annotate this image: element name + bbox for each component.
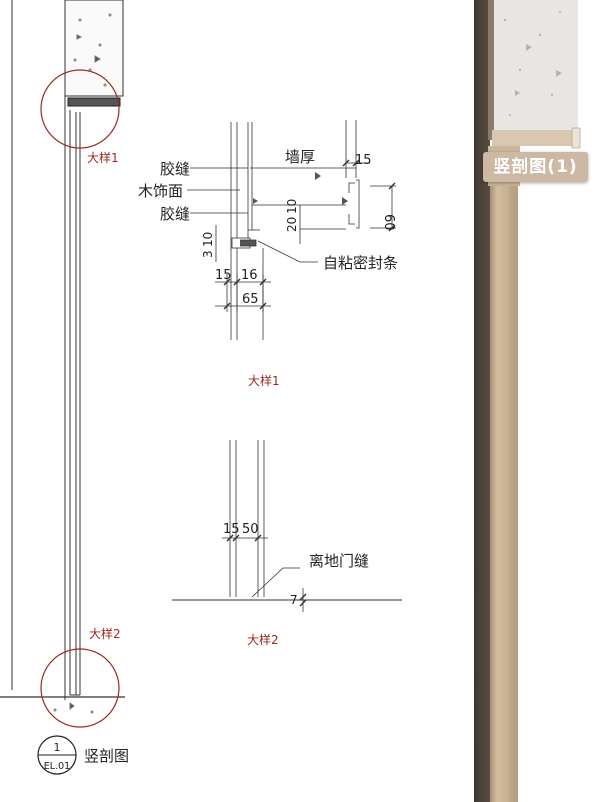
detail-1-labels: 胶缝 木饰面 胶缝 墙厚 自粘密封条 15 60 20 10 3 10 15 1… [138, 148, 398, 388]
title-badge: 1 EL.01 竖剖图 [37, 735, 129, 775]
render-concrete-specks [503, 11, 562, 116]
render-trim [492, 130, 578, 146]
dim-16: 16 [241, 268, 258, 283]
detail-1 [187, 120, 396, 340]
dim-65: 65 [242, 292, 259, 307]
render-panel [474, 0, 581, 802]
dim-3: 3 [201, 250, 215, 258]
hatch-dots [73, 13, 112, 87]
dim-15-top: 15 [355, 153, 372, 168]
detail-2-caption: 大样2 [247, 632, 279, 647]
dim-50-d2: 50 [242, 522, 259, 537]
wall-hatch [64, 0, 124, 97]
label-wood-face: 木饰面 [138, 182, 183, 200]
title-badge-sheet: EL.01 [44, 761, 70, 772]
label-wall-thickness: 墙厚 [285, 148, 315, 166]
render-concrete-block [490, 0, 578, 140]
label-floor-gap: 离地门缝 [309, 552, 369, 570]
title-badge-number: 1 [54, 741, 61, 754]
dim-20: 20 [285, 217, 299, 232]
trim-block [67, 97, 121, 107]
callout-circle-1 [40, 69, 120, 149]
dim-15-d2: 15 [223, 522, 240, 537]
render-title-badge: 竖剖图(1) [483, 152, 588, 182]
label-glue-bottom: 胶缝 [160, 205, 190, 223]
detail-2 [172, 440, 402, 612]
label-seal-strip: 自粘密封条 [323, 254, 398, 272]
callout-2-label: 大样2 [89, 626, 121, 641]
detail-2-labels: 15 50 离地门缝 7 大样2 [223, 522, 369, 647]
dim-10-a: 10 [285, 199, 299, 214]
dim-15-bottom: 15 [215, 268, 232, 283]
floor-hatch [53, 702, 94, 714]
title-badge-title: 竖剖图 [84, 747, 129, 765]
detail-1-caption: 大样1 [248, 373, 280, 388]
section-drawing [0, 0, 125, 728]
callout-1-label: 大样1 [87, 150, 119, 165]
dim-60: 60 [381, 214, 396, 231]
callout-circle-2 [40, 648, 120, 728]
label-glue-top: 胶缝 [160, 160, 190, 178]
dim-10-b: 10 [201, 232, 215, 247]
dim-7-d2: 7 [290, 593, 298, 607]
